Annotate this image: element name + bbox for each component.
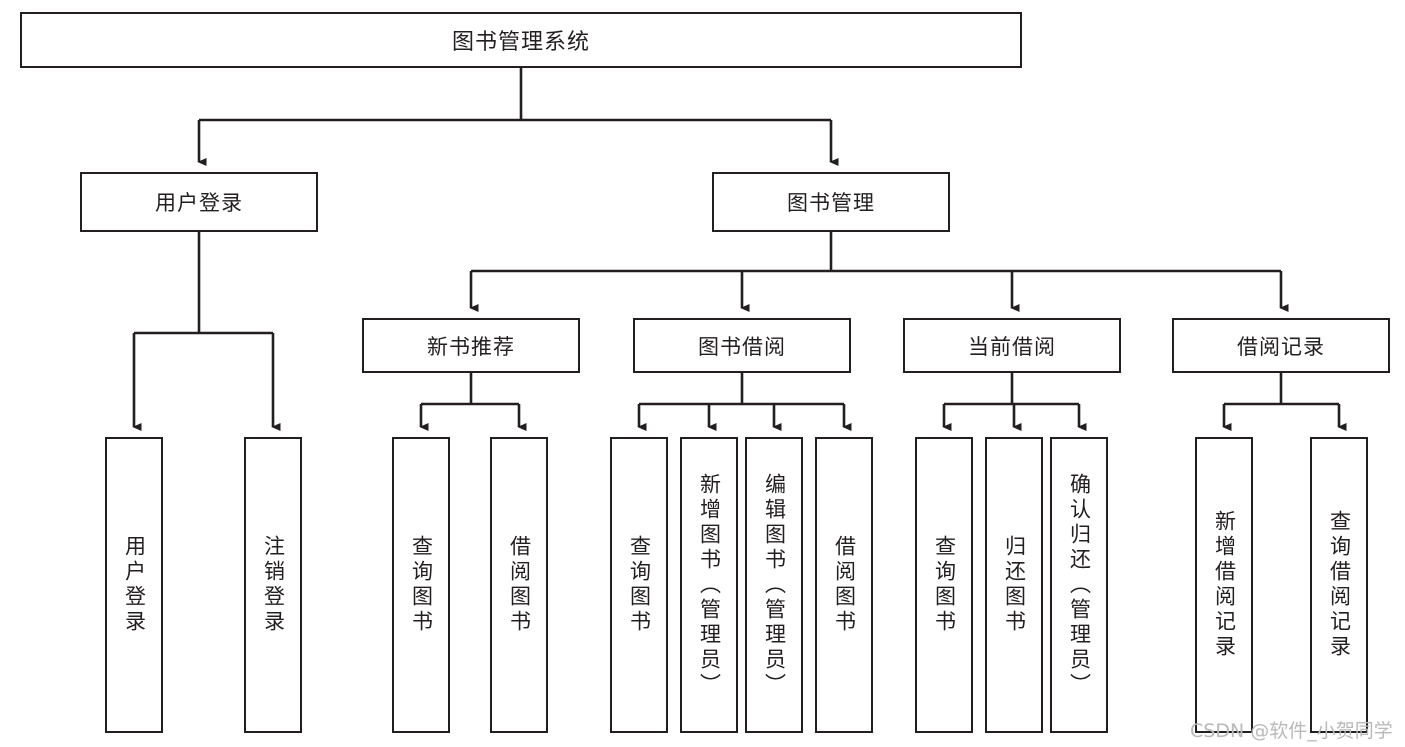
node-leaf-confirm-return-label: 确认归还（管理员） — [1067, 472, 1092, 698]
node-leaf-confirm-return[interactable]: 确认归还（管理员） — [1050, 437, 1108, 733]
node-leaf-query-record-label: 查询借阅记录 — [1327, 510, 1352, 660]
node-current-borrow[interactable]: 当前借阅 — [903, 318, 1121, 373]
node-leaf-borrow-book-label: 借阅图书 — [832, 535, 857, 635]
node-leaf-borrow-book-rec-label: 借阅图书 — [507, 535, 532, 635]
node-borrow-record-label: 借阅记录 — [1237, 334, 1325, 359]
node-leaf-query-book-rec[interactable]: 查询图书 — [392, 437, 450, 733]
node-leaf-user-login-label: 用户登录 — [122, 535, 147, 635]
node-leaf-query-book-borrow-label: 查询图书 — [627, 535, 652, 635]
node-leaf-borrow-book[interactable]: 借阅图书 — [815, 437, 873, 733]
node-book-manage[interactable]: 图书管理 — [712, 172, 950, 232]
node-current-borrow-label: 当前借阅 — [968, 334, 1056, 359]
node-book-borrow[interactable]: 图书借阅 — [633, 318, 851, 373]
node-user-login[interactable]: 用户登录 — [80, 172, 318, 232]
node-book-borrow-label: 图书借阅 — [698, 334, 786, 359]
node-leaf-query-book-borrow[interactable]: 查询图书 — [610, 437, 668, 733]
node-leaf-user-login[interactable]: 用户登录 — [105, 437, 163, 733]
node-leaf-return-book[interactable]: 归还图书 — [985, 437, 1043, 733]
node-leaf-edit-book[interactable]: 编辑图书（管理员） — [745, 437, 803, 733]
node-book-manage-label: 图书管理 — [787, 191, 875, 215]
node-leaf-edit-book-label: 编辑图书（管理员） — [762, 472, 787, 698]
node-user-login-label: 用户登录 — [155, 191, 243, 215]
node-borrow-record[interactable]: 借阅记录 — [1172, 318, 1390, 373]
node-leaf-add-record[interactable]: 新增借阅记录 — [1195, 437, 1253, 733]
node-root[interactable]: 图书管理系统 — [20, 12, 1022, 68]
node-leaf-query-record[interactable]: 查询借阅记录 — [1310, 437, 1368, 733]
node-leaf-query-book-cur-label: 查询图书 — [932, 535, 957, 635]
node-new-book-recommend-label: 新书推荐 — [427, 334, 515, 359]
node-new-book-recommend[interactable]: 新书推荐 — [362, 318, 580, 373]
node-leaf-logout[interactable]: 注销登录 — [244, 437, 302, 733]
node-leaf-add-book[interactable]: 新增图书（管理员） — [680, 437, 738, 733]
node-leaf-query-book-rec-label: 查询图书 — [409, 535, 434, 635]
node-leaf-add-record-label: 新增借阅记录 — [1212, 510, 1237, 660]
node-leaf-logout-label: 注销登录 — [261, 535, 286, 635]
node-leaf-return-book-label: 归还图书 — [1002, 535, 1027, 635]
node-leaf-query-book-cur[interactable]: 查询图书 — [915, 437, 973, 733]
watermark: CSDN @软件_小贺同学 — [1190, 720, 1393, 742]
node-leaf-add-book-label: 新增图书（管理员） — [697, 472, 722, 698]
node-leaf-borrow-book-rec[interactable]: 借阅图书 — [490, 437, 548, 733]
node-root-label: 图书管理系统 — [451, 30, 590, 55]
